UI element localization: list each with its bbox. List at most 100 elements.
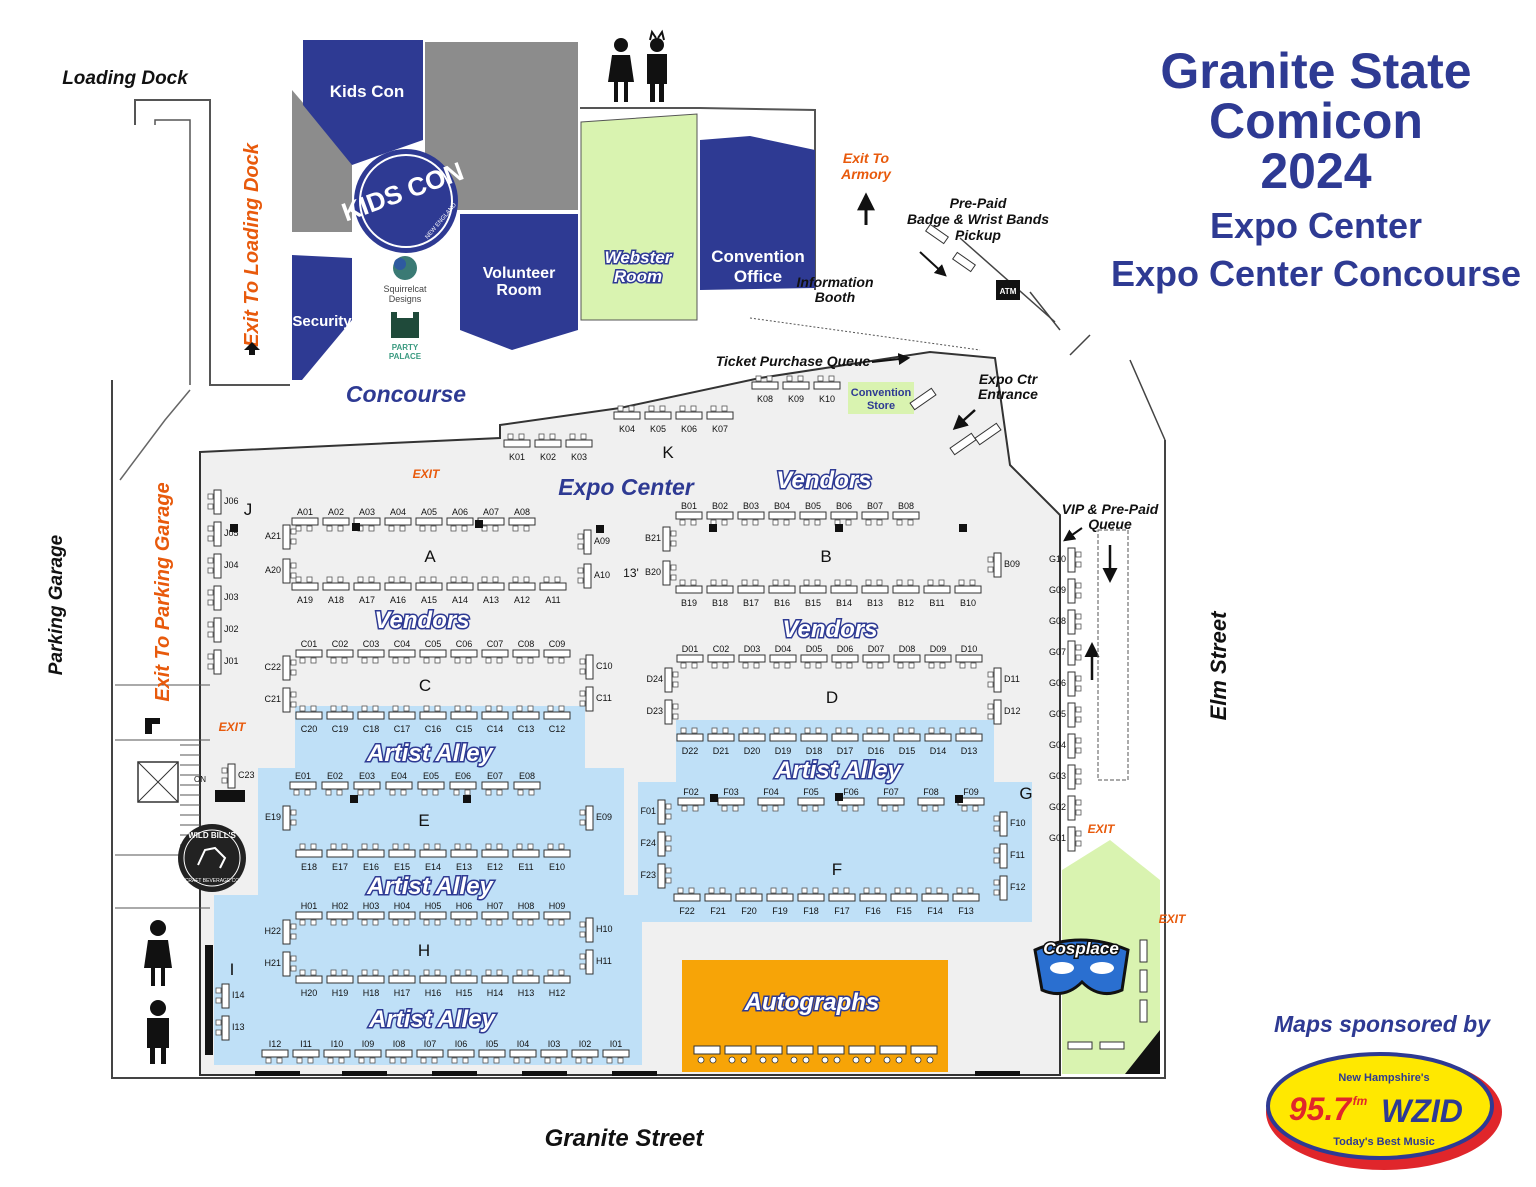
booth-table[interactable] bbox=[415, 582, 443, 591]
booth-table[interactable] bbox=[952, 893, 980, 902]
booth-table[interactable] bbox=[419, 975, 447, 984]
booth-table[interactable] bbox=[534, 439, 562, 448]
autograph-table[interactable] bbox=[879, 1045, 907, 1055]
booth-table[interactable] bbox=[450, 849, 478, 858]
booth-table[interactable] bbox=[415, 517, 443, 526]
booth-table[interactable] bbox=[447, 1049, 475, 1058]
booth-table[interactable] bbox=[583, 563, 592, 589]
booth-table[interactable] bbox=[664, 667, 673, 693]
booth-table[interactable] bbox=[921, 893, 949, 902]
booth-table[interactable] bbox=[585, 949, 594, 975]
booth-table[interactable] bbox=[543, 711, 571, 720]
autograph-table[interactable] bbox=[910, 1045, 938, 1055]
booth-table[interactable] bbox=[221, 1015, 230, 1041]
booth-table[interactable] bbox=[450, 711, 478, 720]
booth-table[interactable] bbox=[954, 585, 982, 594]
booth-table[interactable] bbox=[213, 553, 222, 579]
booth-table[interactable] bbox=[676, 654, 704, 663]
booth-table[interactable] bbox=[481, 849, 509, 858]
booth-table[interactable] bbox=[828, 893, 856, 902]
autograph-table[interactable] bbox=[817, 1045, 845, 1055]
booth-table[interactable] bbox=[477, 582, 505, 591]
booth-table[interactable] bbox=[831, 654, 859, 663]
booth-table[interactable] bbox=[353, 582, 381, 591]
booth-table[interactable] bbox=[357, 711, 385, 720]
booth-table[interactable] bbox=[862, 654, 890, 663]
booth-table[interactable] bbox=[353, 781, 381, 790]
autograph-table[interactable] bbox=[755, 1045, 783, 1055]
booth-table[interactable] bbox=[353, 517, 381, 526]
booth-table[interactable] bbox=[735, 893, 763, 902]
booth-table[interactable] bbox=[799, 585, 827, 594]
booth-table[interactable] bbox=[419, 849, 447, 858]
booth-table[interactable] bbox=[1067, 640, 1076, 666]
booth-table[interactable] bbox=[892, 511, 920, 520]
booth-table[interactable] bbox=[917, 797, 945, 806]
booth-table[interactable] bbox=[512, 711, 540, 720]
booth-table[interactable] bbox=[583, 529, 592, 555]
booth-table[interactable] bbox=[295, 911, 323, 920]
booth-table[interactable] bbox=[508, 582, 536, 591]
booth-table[interactable] bbox=[384, 517, 412, 526]
booth-table[interactable] bbox=[543, 649, 571, 658]
booth-table[interactable] bbox=[993, 667, 1002, 693]
booth-table[interactable] bbox=[450, 975, 478, 984]
booth-table[interactable] bbox=[282, 524, 291, 550]
booth-table[interactable] bbox=[1067, 733, 1076, 759]
booth-table[interactable] bbox=[737, 511, 765, 520]
booth-table[interactable] bbox=[800, 733, 828, 742]
booth-table[interactable] bbox=[768, 585, 796, 594]
cosplace-table[interactable] bbox=[1139, 939, 1148, 963]
booth-table[interactable] bbox=[419, 649, 447, 658]
booth-table[interactable] bbox=[446, 582, 474, 591]
booth-table[interactable] bbox=[861, 511, 889, 520]
booth-table[interactable] bbox=[677, 797, 705, 806]
booth-table[interactable] bbox=[261, 1049, 289, 1058]
booth-table[interactable] bbox=[664, 699, 673, 725]
booth-table[interactable] bbox=[357, 649, 385, 658]
booth-table[interactable] bbox=[292, 1049, 320, 1058]
booth-table[interactable] bbox=[737, 585, 765, 594]
booth-table[interactable] bbox=[797, 893, 825, 902]
booth-table[interactable] bbox=[326, 711, 354, 720]
booth-table[interactable] bbox=[509, 1049, 537, 1058]
booth-table[interactable] bbox=[1067, 547, 1076, 573]
booth-table[interactable] bbox=[751, 381, 779, 390]
booth-table[interactable] bbox=[955, 733, 983, 742]
booth-table[interactable] bbox=[862, 733, 890, 742]
booth-table[interactable] bbox=[450, 649, 478, 658]
booth-table[interactable] bbox=[799, 511, 827, 520]
booth-table[interactable] bbox=[282, 558, 291, 584]
booth-table[interactable] bbox=[1067, 764, 1076, 790]
booth-table[interactable] bbox=[385, 781, 413, 790]
booth-table[interactable] bbox=[861, 585, 889, 594]
booth-table[interactable] bbox=[837, 797, 865, 806]
booth-table[interactable] bbox=[419, 911, 447, 920]
booth-table[interactable] bbox=[585, 686, 594, 712]
booth-table[interactable] bbox=[512, 975, 540, 984]
booth-table[interactable] bbox=[503, 439, 531, 448]
booth-table[interactable] bbox=[282, 919, 291, 945]
booth-table[interactable] bbox=[1067, 609, 1076, 635]
booth-table[interactable] bbox=[213, 521, 222, 547]
cosplace-table[interactable] bbox=[1067, 1041, 1093, 1050]
booth-table[interactable] bbox=[291, 582, 319, 591]
booth-table[interactable] bbox=[282, 687, 291, 713]
booth-table[interactable] bbox=[999, 811, 1008, 837]
booth-table[interactable] bbox=[738, 654, 766, 663]
booth-table[interactable] bbox=[675, 411, 703, 420]
booth-table[interactable] bbox=[388, 975, 416, 984]
booth-table[interactable] bbox=[295, 849, 323, 858]
booth-table[interactable] bbox=[924, 654, 952, 663]
booth-table[interactable] bbox=[543, 849, 571, 858]
booth-table[interactable] bbox=[388, 849, 416, 858]
booth-table[interactable] bbox=[757, 797, 785, 806]
booth-table[interactable] bbox=[585, 654, 594, 680]
booth-table[interactable] bbox=[999, 875, 1008, 901]
autograph-table[interactable] bbox=[693, 1045, 721, 1055]
booth-table[interactable] bbox=[512, 911, 540, 920]
booth-table[interactable] bbox=[295, 975, 323, 984]
booth-table[interactable] bbox=[481, 911, 509, 920]
booth-table[interactable] bbox=[357, 975, 385, 984]
booth-table[interactable] bbox=[955, 654, 983, 663]
